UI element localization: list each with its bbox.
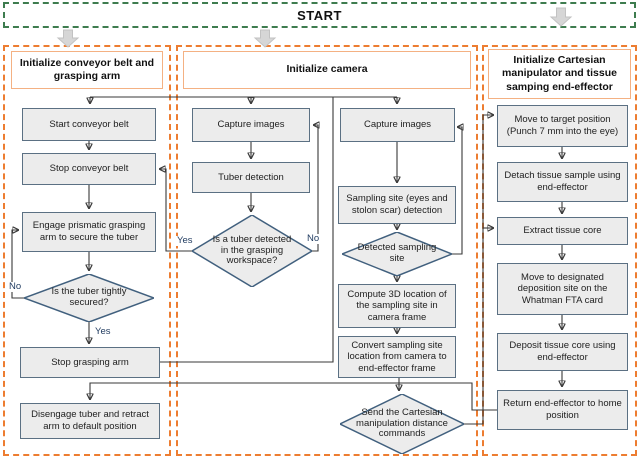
phase-header-manipulator: Initialize Cartesian manipulator and tis…: [488, 49, 631, 99]
node-label: Disengage tuber and retract arm to defau…: [31, 409, 149, 432]
node-sampling-site-detection: Sampling site (eyes and stolon scar) det…: [338, 186, 456, 224]
node-move-to-deposition-site: Move to designated deposition site on th…: [497, 263, 628, 315]
node-compute-3d-location: Compute 3D location of the sampling site…: [338, 284, 456, 328]
branch-label-yes: Yes: [94, 326, 112, 337]
node-label: Return end-effector to home position: [503, 398, 622, 421]
node-extract-tissue-core: Extract tissue core: [497, 217, 628, 245]
node-label: Capture images: [363, 119, 432, 131]
branch-label-no: No: [8, 281, 23, 292]
node-label: Move to target position (Punch 7 mm into…: [506, 114, 619, 137]
node-label: Start conveyor belt: [49, 118, 129, 130]
start-node: START: [3, 2, 636, 28]
node-convert-location: Convert sampling site location from came…: [338, 336, 456, 378]
node-label: Engage prismatic grasping arm to secure …: [32, 220, 146, 243]
phase-header-manipulator-label: Initialize Cartesian manipulator and tis…: [502, 54, 617, 93]
node-disengage-tuber: Disengage tuber and retract arm to defau…: [20, 403, 160, 439]
branch-label-yes: Yes: [176, 235, 194, 246]
start-flow-arrow-middle: [253, 29, 277, 48]
node-capture-images-right: Capture images: [340, 108, 455, 142]
node-label: Move to designated deposition site on th…: [517, 271, 608, 306]
start-flow-arrow-left: [56, 29, 80, 48]
node-tuber-detection: Tuber detection: [192, 162, 310, 193]
start-label: START: [297, 7, 342, 23]
node-label: Convert sampling site location from came…: [347, 339, 447, 374]
node-return-end-effector: Return end-effector to home position: [497, 390, 628, 430]
node-label: Stop grasping arm: [51, 356, 129, 368]
node-label: Compute 3D location of the sampling site…: [347, 288, 447, 323]
node-start-conveyor-belt: Start conveyor belt: [22, 108, 156, 141]
phase-header-conveyor-label: Initialize conveyor belt and grasping ar…: [19, 56, 155, 82]
node-label: Extract tissue core: [523, 225, 602, 237]
node-detach-tissue: Detach tissue sample using end-effector: [497, 162, 628, 202]
start-flow-arrow-right: [549, 7, 573, 27]
node-label: Tuber detection: [218, 171, 284, 183]
node-label: Deposit tissue core using end-effector: [509, 340, 616, 363]
node-engage-grasping-arm: Engage prismatic grasping arm to secure …: [22, 212, 156, 252]
branch-label-no: No: [306, 233, 321, 244]
phase-header-camera-label: Initialize camera: [286, 63, 368, 76]
node-move-to-target: Move to target position (Punch 7 mm into…: [497, 105, 628, 147]
node-label: Sampling site (eyes and stolon scar) det…: [346, 193, 448, 216]
node-stop-conveyor-belt: Stop conveyor belt: [22, 153, 156, 185]
node-label: Stop conveyor belt: [49, 163, 129, 175]
node-stop-grasping-arm: Stop grasping arm: [20, 347, 160, 378]
node-label: Capture images: [217, 119, 285, 131]
phase-header-camera: Initialize camera: [183, 51, 471, 89]
node-deposit-tissue-core: Deposit tissue core using end-effector: [497, 333, 628, 371]
phase-header-conveyor: Initialize conveyor belt and grasping ar…: [11, 51, 163, 89]
node-label: Detach tissue sample using end-effector: [504, 170, 621, 193]
node-capture-images-left: Capture images: [192, 108, 310, 142]
